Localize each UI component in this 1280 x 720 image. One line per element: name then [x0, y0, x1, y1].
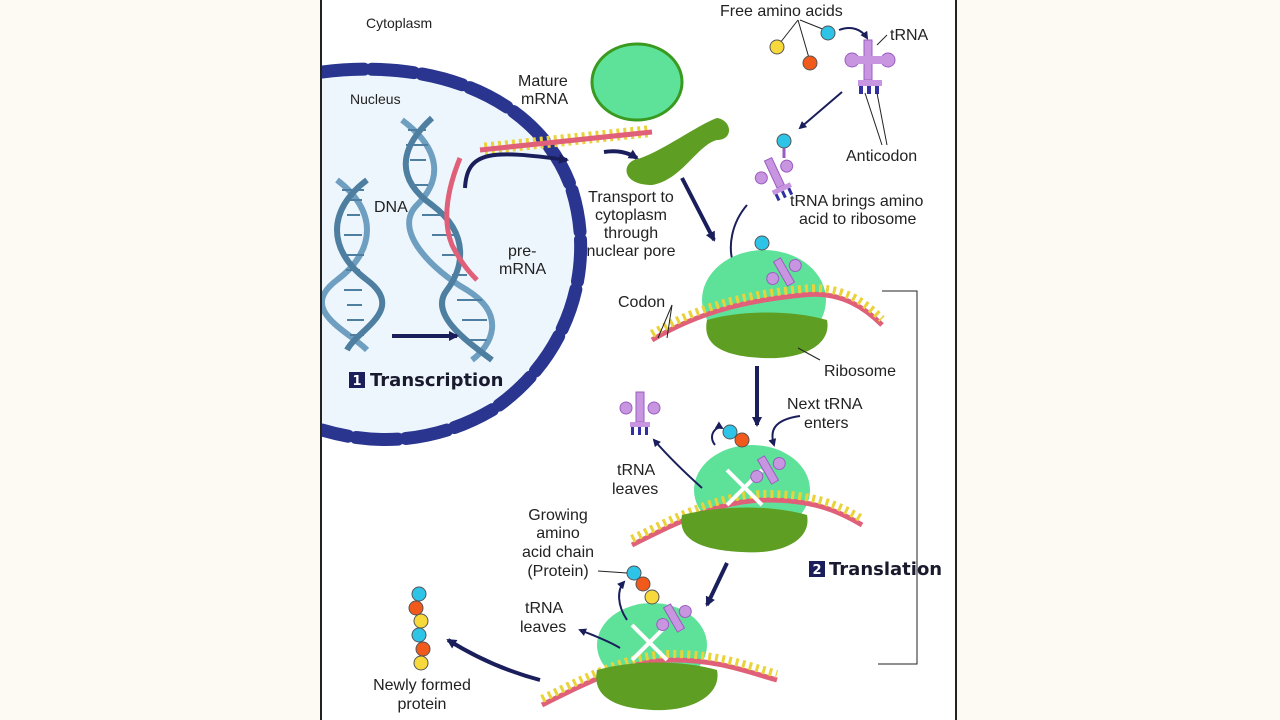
- label-trna-leaves-2a: tRNA: [525, 600, 564, 617]
- label-ribosome: Ribosome: [824, 363, 896, 380]
- label-trna-brings-1: tRNA brings amino: [790, 193, 923, 210]
- arrow-transcript-out: [463, 152, 569, 189]
- label-next-trna-1: Next tRNA: [787, 396, 863, 413]
- label-trna-leaves-1a: tRNA: [617, 462, 656, 479]
- amino-acid-yellow: [769, 39, 785, 55]
- nucleus: [322, 62, 588, 446]
- trna-leaving: [619, 391, 661, 435]
- diagram-canvas: Cytoplasm Nucleus DNA pre- mRNA Mature m…: [322, 3, 942, 713]
- step-title-translation: Translation: [829, 559, 942, 580]
- mature-mrna-strand: [479, 125, 653, 155]
- label-mature-mrna-1: Mature: [518, 73, 568, 90]
- step-title-transcription: Transcription: [370, 370, 503, 391]
- label-free-amino-acids: Free amino acids: [720, 3, 843, 20]
- arrow-translation-step2: [705, 562, 729, 607]
- trna-molecule: [844, 39, 896, 94]
- dna-helix-left: [322, 177, 386, 353]
- step-translation: 2 Translation: [809, 559, 942, 580]
- translation-bracket: [878, 290, 918, 665]
- arrow-transport: [603, 149, 639, 160]
- label-mature-mrna-2: mRNA: [521, 91, 568, 108]
- label-cytoplasm: Cytoplasm: [366, 15, 432, 31]
- arrow-to-ribosome: [680, 177, 716, 242]
- label-growing-1: Growing: [528, 507, 588, 524]
- label-nucleus: Nucleus: [350, 91, 401, 107]
- nuclear-membrane: [322, 62, 588, 446]
- amino-acid-orange: [802, 55, 818, 71]
- label-growing-2: amino: [536, 525, 580, 542]
- step-badge-2: [809, 561, 825, 577]
- label-trna-leaves-2b: leaves: [520, 619, 566, 636]
- label-trna: tRNA: [890, 27, 929, 44]
- ribosome-final: [540, 565, 779, 711]
- label-transport-2: cytoplasm: [595, 207, 667, 224]
- step-badge-1: [349, 372, 365, 388]
- label-anticodon: Anticodon: [846, 148, 917, 165]
- label-codon: Codon: [618, 294, 665, 311]
- ribosome-subunits-free: [590, 42, 730, 185]
- label-next-trna-2: enters: [804, 415, 848, 432]
- step-num-2: 2: [812, 563, 821, 578]
- label-newly-1: Newly formed: [373, 677, 471, 694]
- label-trna-leaves-1b: leaves: [612, 481, 658, 498]
- protein-synthesis-diagram: Cytoplasm Nucleus DNA pre- mRNA Mature m…: [320, 0, 957, 720]
- newly-formed-protein: [408, 586, 431, 671]
- label-pre-mrna-2: mRNA: [499, 261, 546, 278]
- label-transport-3: through: [604, 225, 658, 242]
- amino-acid-cyan: [820, 25, 836, 41]
- arrow-protein-release: [446, 638, 541, 682]
- label-trna-brings-2: acid to ribosome: [799, 211, 916, 228]
- step-transcription: 1 Transcription: [349, 370, 503, 391]
- label-pre-mrna-1: pre-: [508, 243, 536, 260]
- pre-mrna-strand: [444, 157, 479, 282]
- ribosome-elongation: [630, 415, 865, 553]
- ribosome-initial: [649, 235, 885, 359]
- label-transport-1: Transport to: [588, 189, 674, 206]
- step-num-1: 1: [352, 374, 361, 389]
- label-dna: DNA: [374, 199, 408, 216]
- free-amino-acids: [769, 19, 869, 71]
- label-growing-3: acid chain: [522, 544, 594, 561]
- label-newly-2: protein: [398, 696, 447, 713]
- label-transport-4: nuclear pore: [587, 243, 676, 260]
- dna-helix-right: [400, 115, 496, 363]
- label-growing-4: (Protein): [527, 563, 588, 580]
